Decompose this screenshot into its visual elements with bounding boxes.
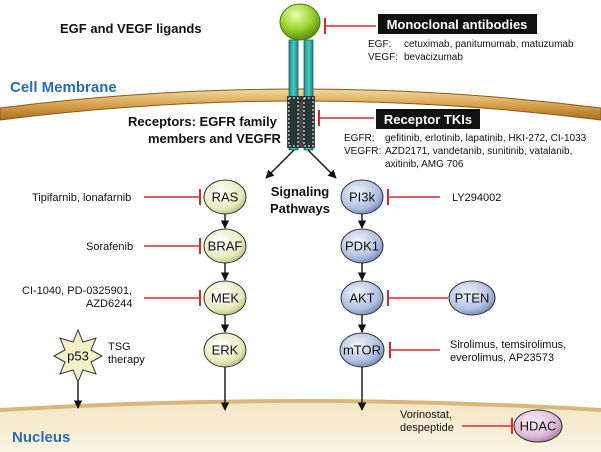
node-braf: BRAF	[203, 228, 247, 264]
receptor-label-line1: Receptors: EGFR family	[128, 114, 278, 129]
nucleus-region	[0, 401, 601, 452]
cell-membrane-label: Cell Membrane	[10, 79, 117, 96]
tki-egfr-key: EGFR:	[344, 133, 375, 144]
svg-text:ERK: ERK	[212, 342, 239, 357]
antibodies-title: Monoclonal antibodies	[387, 17, 528, 32]
svg-text:PI3k: PI3k	[349, 189, 376, 204]
node-pi3k: PI3k	[340, 179, 384, 215]
tki-title-box	[376, 109, 480, 129]
ligand-label: EGF and VEGF ligands	[60, 21, 202, 36]
node-mtor: mTOR	[339, 332, 385, 368]
antibody-egf-key: EGF:	[368, 39, 391, 50]
tki-vegfr-key: VEGFR:	[344, 146, 381, 157]
svg-text:PDK1: PDK1	[345, 238, 379, 253]
node-p53: p53	[52, 328, 104, 384]
svg-text:BRAF: BRAF	[208, 238, 243, 253]
receptor-to-ras-arrow	[265, 149, 295, 179]
antibody-vegf-key: VEGF:	[368, 52, 398, 63]
nuclear-membrane	[0, 399, 601, 412]
pi3k-inhibitor-text: LY294002	[452, 192, 501, 204]
node-pdk1: PDK1	[340, 228, 384, 264]
mek-inhibitor-text-line1: CI-1040, PD-0325901,	[22, 285, 132, 297]
braf-inhibitor-text: Sorafenib	[86, 241, 133, 253]
ras-inhibitor-text: Tipifarnib, lonafarnib	[32, 192, 131, 204]
nucleus-label: Nucleus	[12, 429, 70, 446]
tki-vegfr-value: AZD2171, vandetanib, sunitinib, vatalani…	[385, 146, 572, 157]
svg-text:AKT: AKT	[349, 290, 374, 305]
receptor-icon	[287, 39, 315, 151]
tki-title: Receptor TKIs	[384, 112, 472, 127]
hdac-inhibitor-text-line2: despeptide	[400, 422, 454, 434]
node-akt: AKT	[340, 280, 384, 316]
svg-text:MEK: MEK	[211, 290, 240, 305]
signaling-label-line2: Pathways	[270, 201, 330, 216]
signaling-label-line1: Signaling	[271, 184, 330, 199]
receptor-to-pi3k-arrow	[307, 149, 337, 179]
antibody-vegf-value: bevacizumab	[404, 52, 463, 63]
svg-text:PTEN: PTEN	[455, 290, 490, 305]
hdac-inhibitor-text-line1: Vorinostat,	[400, 409, 452, 421]
tki-egfr-value: gefitinib, erlotinib, lapatinib, HKI-272…	[385, 133, 587, 144]
mtor-inhibitor-text-line1: Sirolimus, temsirolimus,	[450, 339, 566, 351]
svg-text:mTOR: mTOR	[343, 342, 381, 357]
node-ras: RAS	[203, 179, 247, 215]
svg-text:p53: p53	[67, 348, 89, 363]
mek-inhibitor-text-line2: AZD6244	[86, 298, 132, 310]
p53-label-line1: TSG	[108, 341, 131, 353]
receptor-label-line2: members and VEGFR	[148, 131, 282, 146]
antibodies-title-box	[378, 14, 537, 34]
node-hdac: HDAC	[513, 409, 563, 443]
tki-vegfr-value-cont: axitinib, AMG 706	[385, 159, 464, 170]
p53-label-line2: therapy	[108, 354, 145, 366]
node-pten: PTEN	[448, 280, 496, 316]
ligand-icon	[279, 3, 321, 41]
antibody-egf-value: cetuximab, panitumumab, matuzumab	[404, 39, 574, 50]
svg-text:RAS: RAS	[212, 189, 239, 204]
svg-text:HDAC: HDAC	[520, 418, 557, 433]
cell-membrane	[0, 88, 601, 121]
mtor-inhibitor-text-line2: everolimus, AP23573	[450, 352, 554, 364]
node-mek: MEK	[203, 280, 247, 316]
node-erk: ERK	[203, 332, 247, 368]
